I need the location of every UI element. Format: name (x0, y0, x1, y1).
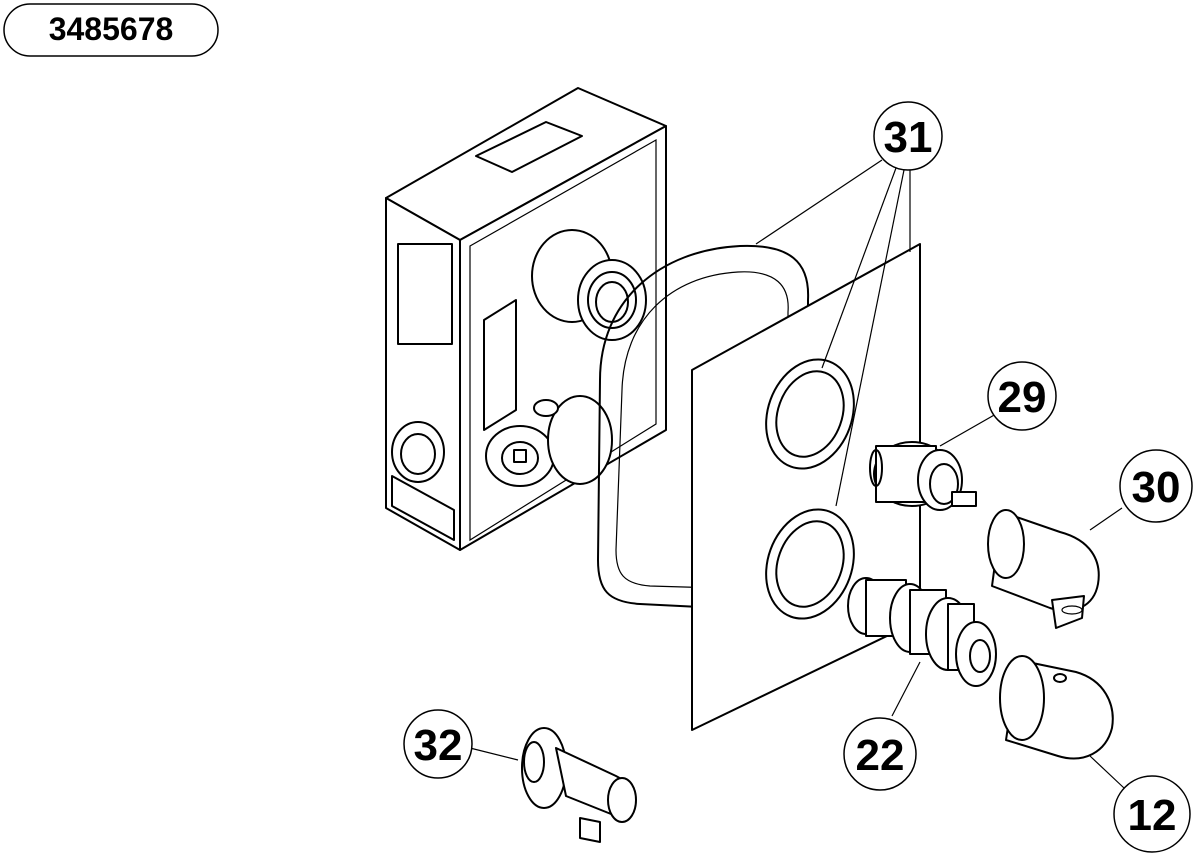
callout-32: 32 (403, 709, 473, 779)
reference-number-badge: 3485678 (3, 3, 219, 57)
cartridge-29 (869, 441, 977, 511)
cartridge-22 (847, 577, 997, 687)
elbow-outlet-32 (521, 727, 637, 843)
callout-label: 22 (856, 731, 905, 780)
mounting-box (385, 87, 667, 551)
callout-label: 29 (998, 373, 1047, 422)
gasket-frame (597, 244, 810, 610)
callout-12: 12 (1113, 775, 1191, 853)
callout-22: 22 (843, 717, 917, 791)
callout-31: 31 (873, 101, 943, 171)
callout-29: 29 (987, 361, 1057, 431)
callout-label: 30 (1132, 463, 1181, 512)
callout-label: 31 (884, 113, 933, 162)
callout-label: 12 (1128, 791, 1177, 840)
callout-30: 30 (1119, 449, 1193, 523)
leader-lines (469, 159, 1125, 789)
reference-number: 3485678 (49, 11, 174, 47)
knob-30 (987, 509, 1100, 629)
callout-label: 32 (414, 721, 463, 770)
knob-12 (999, 655, 1114, 760)
